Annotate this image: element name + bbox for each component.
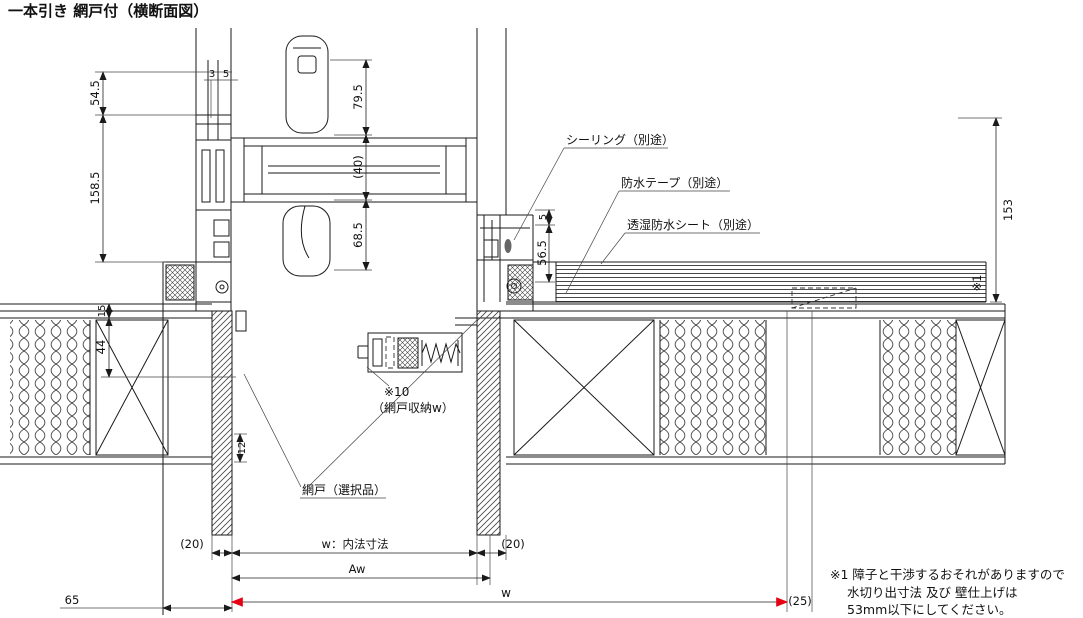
dim-w-inner: w：内法寸法 xyxy=(322,537,389,551)
jamb-strips xyxy=(211,310,501,536)
dim-56-5: 56.5 xyxy=(535,240,549,266)
dim-5-top: 5 xyxy=(223,69,229,80)
sealant-blob xyxy=(504,239,512,253)
waterproof-sheet-band xyxy=(533,261,987,309)
dim-65: 65 xyxy=(65,593,80,607)
door-panel xyxy=(231,137,477,203)
frame-right xyxy=(455,28,535,326)
callout-screen-stow-ref: ※10 xyxy=(384,385,409,399)
note-line-2: 水切り出寸法 及び 壁仕上げは xyxy=(847,585,1017,600)
dim-40: (40) xyxy=(351,155,365,179)
dim-54-5: 54.5 xyxy=(88,80,102,106)
callout-leaders xyxy=(243,147,760,499)
dim-79-5: 79.5 xyxy=(351,84,365,110)
screen-housing xyxy=(357,332,463,373)
dim-5-right: 5 xyxy=(538,214,549,220)
note-line-3: 53mm以下にしてください。 xyxy=(847,602,1012,617)
spring-symbol xyxy=(421,342,461,364)
handle xyxy=(282,35,331,277)
dim-20-right: (20) xyxy=(501,537,525,551)
dim-20-left: (20) xyxy=(180,537,204,551)
wall-left xyxy=(0,303,212,465)
dim-aw: Aw xyxy=(349,562,366,576)
dim-w: w xyxy=(501,586,511,600)
dim-3: 3 xyxy=(209,69,215,80)
wall-right xyxy=(506,303,1006,465)
dim-12: 12 xyxy=(237,442,248,455)
dim-25: (25) xyxy=(788,594,812,608)
dim-153: 153 xyxy=(1001,199,1015,221)
callout-screen-door: 網戸（選択品） xyxy=(302,483,386,497)
frame-left xyxy=(162,28,232,615)
dim-44: 44 xyxy=(94,340,108,355)
callout-sealing: シーリング（別途） xyxy=(566,132,674,147)
dim-15: 15 xyxy=(97,305,108,318)
ref1-marker: ※1 xyxy=(970,275,984,292)
dim-158-5: 158.5 xyxy=(88,172,102,205)
note-line-1: ※1 障子と干渉するおそれがありますので xyxy=(830,567,1065,582)
drawing-title: 一本引き 網戸付（横断面図） xyxy=(8,2,208,20)
dimension-lines xyxy=(60,59,1002,612)
callout-waterproof-tape: 防水テープ（別途） xyxy=(621,175,728,190)
dim-68-5: 68.5 xyxy=(351,222,365,248)
callout-screen-stow-label: （網戸収納w） xyxy=(372,401,454,415)
callout-breathable-sheet: 透湿防水シート（別途） xyxy=(627,217,759,232)
